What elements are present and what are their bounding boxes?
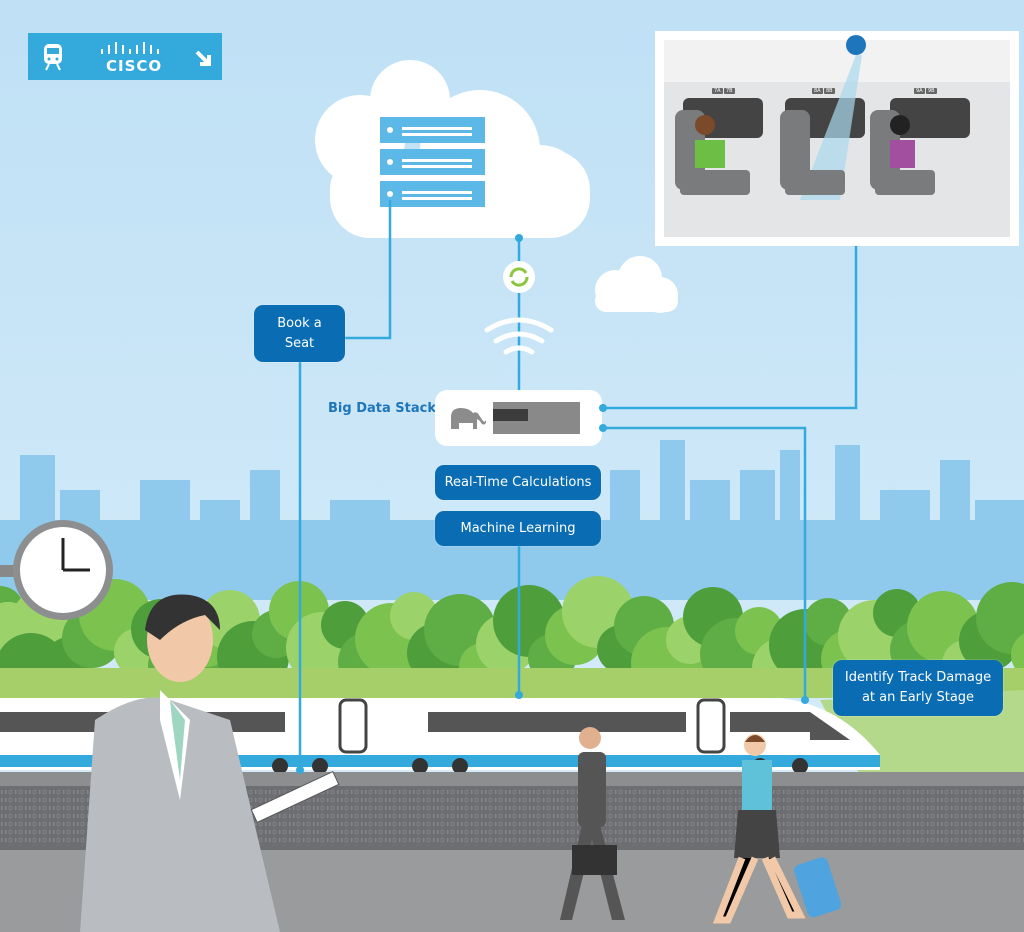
cisco-logo-banner: CISCO (28, 33, 222, 80)
seat-label: 8B (824, 88, 835, 94)
seat-label: 9A (914, 88, 925, 94)
identify-track-damage-button[interactable]: Identify Track Damage at an Early Stage (833, 660, 1003, 716)
tree (976, 582, 1024, 654)
clock-icon (0, 520, 113, 620)
trees (0, 576, 1024, 705)
walking-woman (712, 734, 842, 924)
connector-dot (599, 424, 607, 432)
seat-label: 7A (712, 88, 723, 94)
seat-label: 9B (926, 88, 937, 94)
seat-label: 8A (812, 88, 823, 94)
cisco-wordmark: CISCO (106, 57, 163, 75)
big-data-stack-label: Big Data Stack (328, 401, 436, 416)
businessman-with-tablet (80, 594, 340, 932)
server-stack (380, 117, 485, 207)
train-cabin-image (655, 31, 1019, 246)
book-a-seat-button[interactable]: Book a Seat (254, 305, 345, 362)
wifi-icon (484, 317, 554, 355)
small-cloud (595, 256, 678, 313)
cisco-bars-icon (101, 42, 159, 54)
sync-icon (503, 261, 535, 293)
connector-dot (599, 404, 607, 412)
train-icon (44, 44, 62, 71)
seat-label: 7B (724, 88, 735, 94)
real-time-calculations-button[interactable]: Real-Time Calculations (435, 465, 601, 500)
arrow-down-right-icon[interactable] (194, 49, 212, 67)
data-bar (493, 402, 580, 434)
elephant-icon (451, 408, 486, 429)
machine-learning-button[interactable]: Machine Learning (435, 511, 601, 546)
tree (1011, 633, 1024, 677)
walking-man (560, 727, 625, 920)
big-data-stack-box[interactable] (435, 390, 607, 446)
